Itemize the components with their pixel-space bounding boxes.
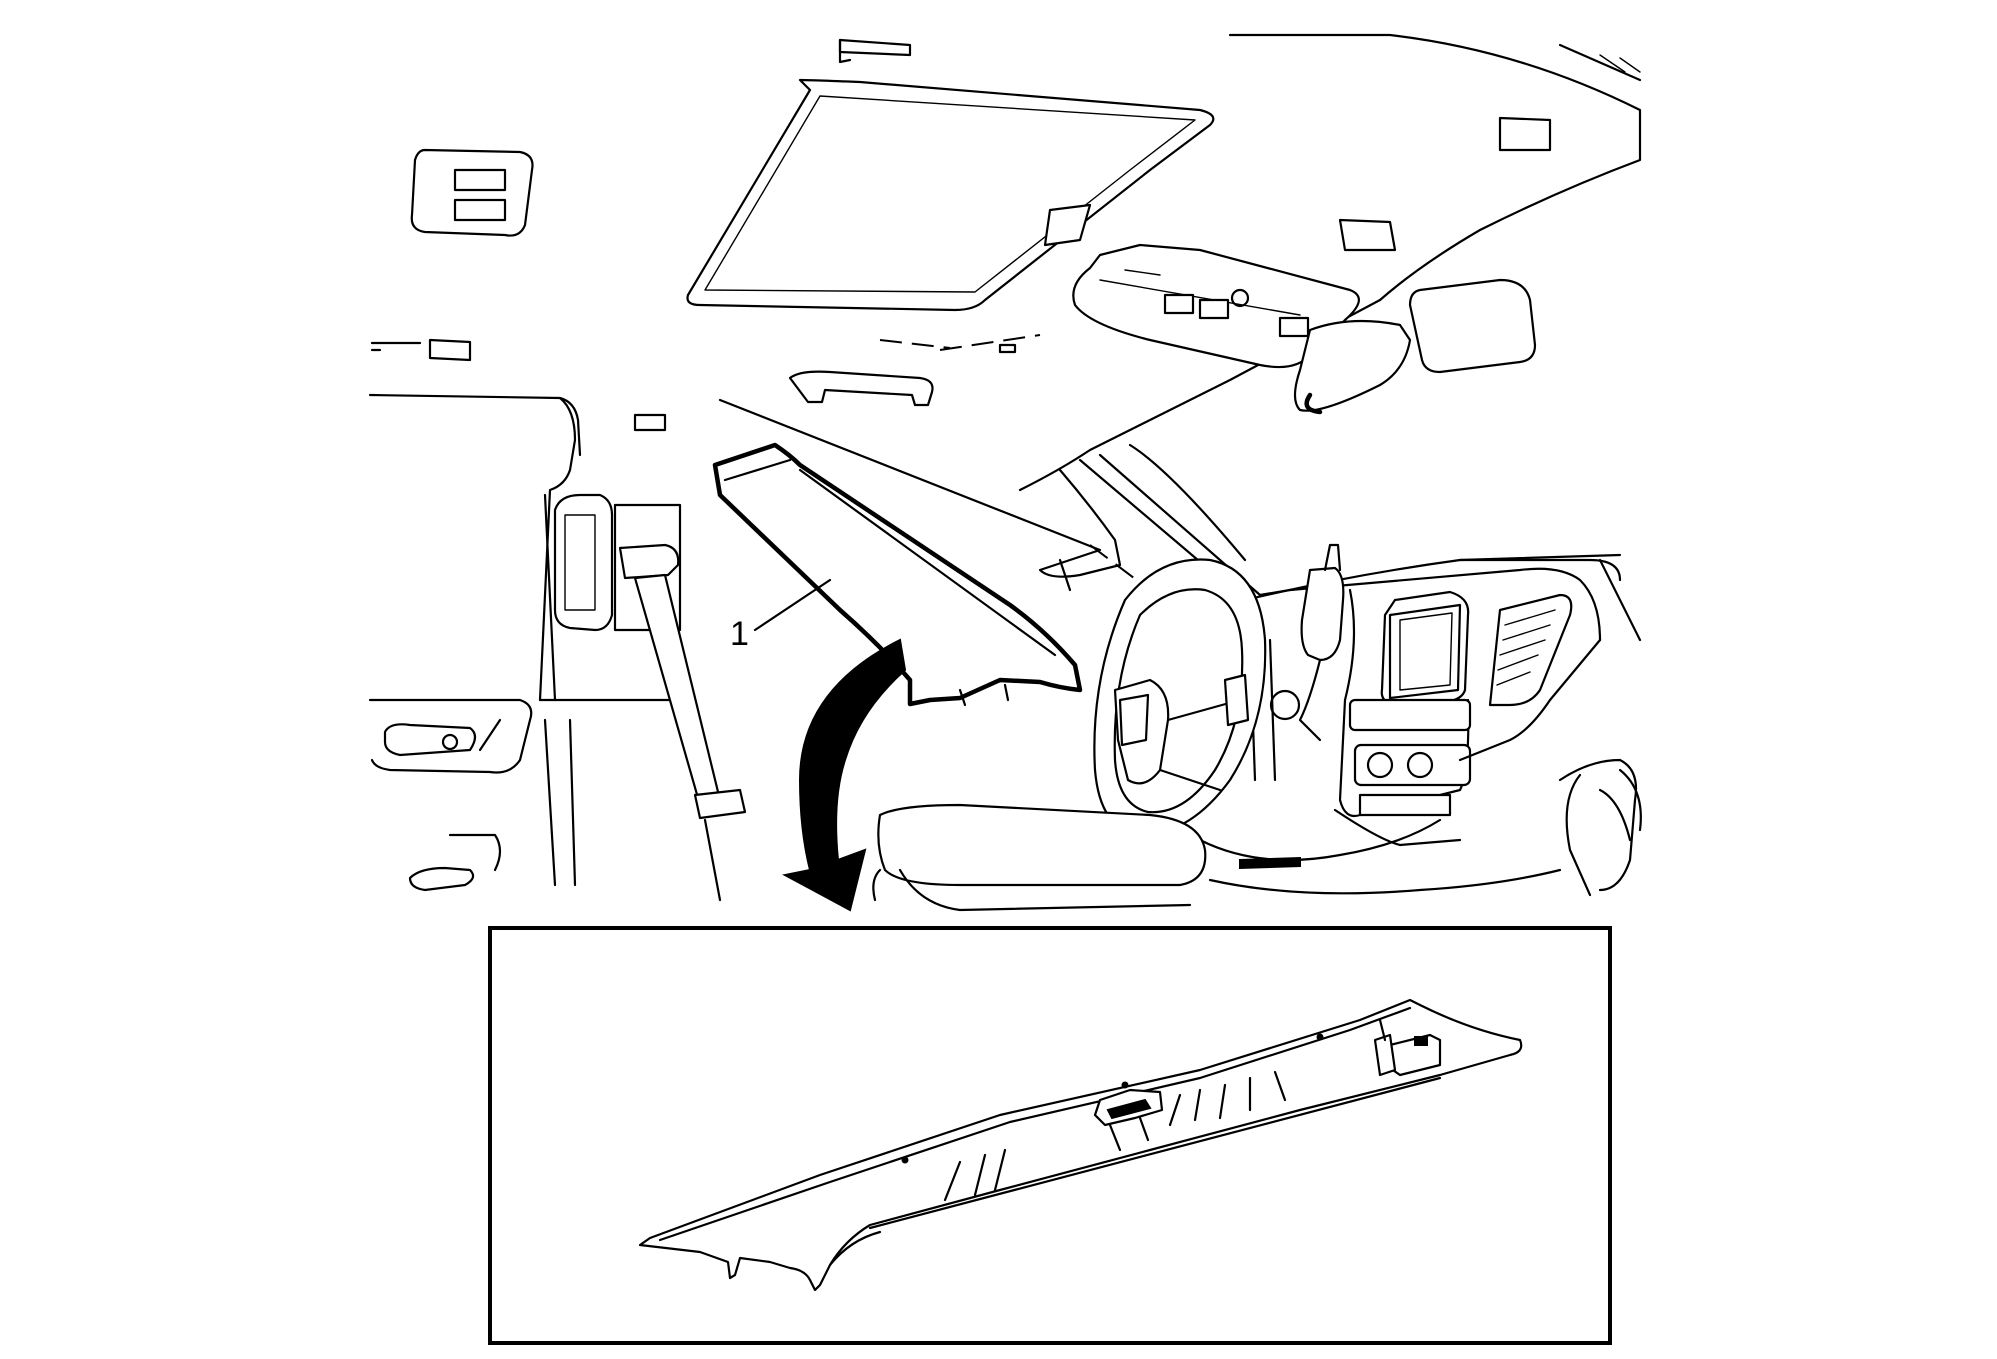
seat-belt	[618, 543, 747, 902]
headliner	[879, 33, 1642, 492]
rearview-mirror	[1293, 278, 1537, 415]
removal-direction-arrow-icon	[782, 638, 907, 912]
dome-lamp	[410, 148, 534, 237]
center-console	[872, 803, 1207, 912]
callout-1-label: 1	[730, 615, 749, 653]
callout-1: 1	[730, 578, 832, 653]
right-door-edge	[1565, 768, 1642, 897]
assist-grip	[788, 370, 934, 407]
headliner-clips	[428, 38, 1552, 432]
instrument-panel	[1198, 553, 1642, 895]
steering-wheel	[1093, 558, 1267, 837]
overhead-console	[1072, 243, 1360, 369]
a-pillar-trim-detail	[638, 998, 1523, 1292]
location-pointer-lines	[718, 398, 1122, 592]
